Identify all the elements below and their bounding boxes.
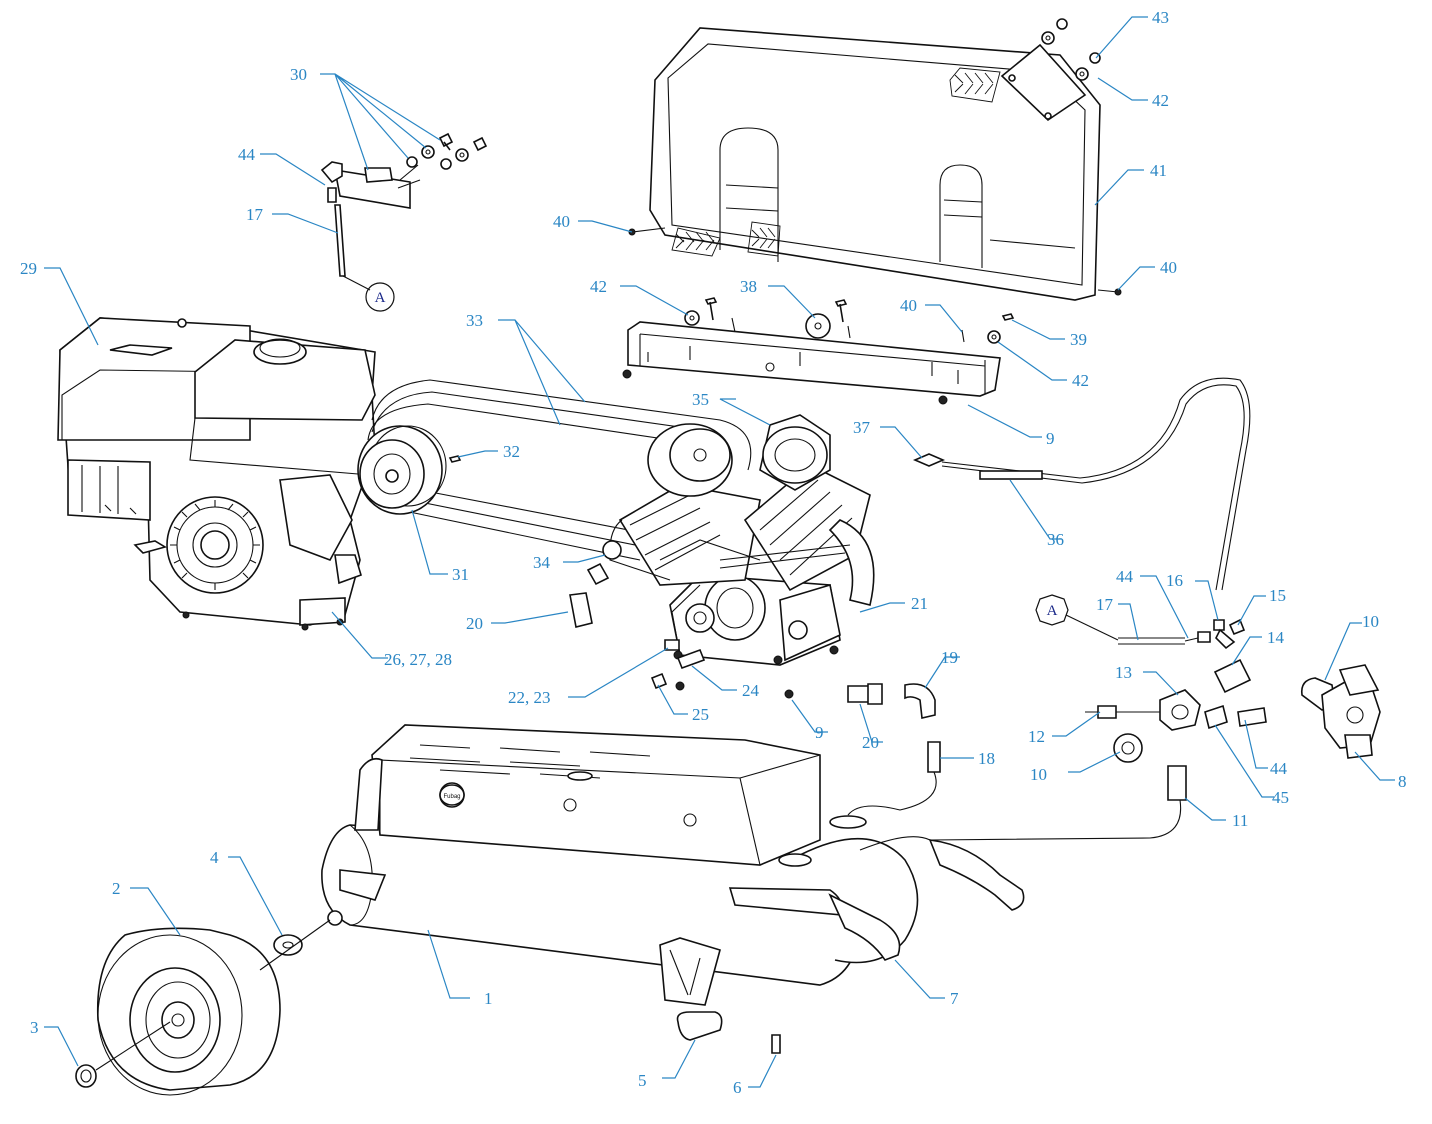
callout-44-fitting: 44 [1270, 759, 1288, 778]
callout-39: 39 [1070, 330, 1087, 349]
callout-26-27-28: 26, 27, 28 [384, 650, 452, 669]
callout-41: 41 [1150, 161, 1167, 180]
callout-2: 2 [112, 879, 121, 898]
callout-1: 1 [484, 989, 493, 1008]
callout-10-regulator: 10 [1362, 612, 1379, 631]
throttle-bracket [320, 132, 488, 277]
callout-37: 37 [853, 418, 871, 437]
drive-belts [367, 379, 752, 561]
gasoline-engine [57, 317, 376, 631]
air-manifold [929, 618, 1381, 841]
callout-44-top: 44 [238, 145, 256, 164]
callout-17-top: 17 [246, 205, 264, 224]
guard-bracket [622, 297, 1015, 405]
callout-33: 33 [466, 311, 483, 330]
callout-10-gauge: 10 [1030, 765, 1047, 784]
callout-22-23: 22, 23 [508, 688, 551, 707]
callout-4: 4 [210, 848, 219, 867]
callout-42-bracket-right: 42 [1072, 371, 1089, 390]
ref-a-top-text: A [375, 290, 386, 306]
callout-34: 34 [533, 553, 551, 572]
callout-19: 19 [941, 648, 958, 667]
callout-12: 12 [1028, 727, 1045, 746]
callout-9-bracket: 9 [1046, 429, 1055, 448]
engine-pulley [357, 425, 462, 515]
callout-20-upper: 20 [466, 614, 483, 633]
discharge-tube [912, 377, 1251, 591]
callout-20-lower: 20 [862, 733, 879, 752]
callout-7: 7 [950, 989, 959, 1008]
callout-42-guard: 42 [1152, 91, 1169, 110]
leader-lines [44, 16, 1395, 1088]
air-tank [321, 724, 1025, 1006]
callout-42-bracket-left: 42 [590, 277, 607, 296]
callout-14: 14 [1267, 628, 1285, 647]
callout-40-right: 40 [1160, 258, 1177, 277]
compressor-pump [609, 414, 875, 666]
callout-38: 38 [740, 277, 757, 296]
callout-21: 21 [911, 594, 928, 613]
callout-36: 36 [1047, 530, 1064, 549]
callout-43: 43 [1152, 8, 1169, 27]
callout-35: 35 [692, 390, 709, 409]
callout-6: 6 [733, 1078, 742, 1097]
callout-labels: 1 2 3 4 5 6 7 8 9 9 10 10 11 12 13 14 15… [20, 8, 1407, 1097]
callout-32: 32 [503, 442, 520, 461]
ref-a-right-text: A [1047, 603, 1058, 619]
callout-3: 3 [30, 1018, 39, 1037]
guard-hardware [628, 18, 1122, 296]
callout-24: 24 [742, 681, 760, 700]
callout-40-bracket: 40 [900, 296, 917, 315]
reference-marker-a-top: A [365, 282, 395, 312]
callout-31: 31 [452, 565, 469, 584]
callout-40-left: 40 [553, 212, 570, 231]
callout-44-manifold: 44 [1116, 567, 1134, 586]
callout-16: 16 [1166, 571, 1183, 590]
brand-logo-text: Fubag [443, 794, 460, 800]
callout-15: 15 [1269, 586, 1286, 605]
callout-29: 29 [20, 259, 37, 278]
callout-5: 5 [638, 1071, 647, 1090]
callout-25: 25 [692, 705, 709, 724]
callout-9-pump: 9 [815, 723, 824, 742]
callout-45: 45 [1272, 788, 1289, 807]
brand-logo: Fubag [439, 784, 465, 806]
callout-17-right: 17 [1096, 595, 1114, 614]
callout-13: 13 [1115, 663, 1132, 682]
callout-8: 8 [1398, 772, 1407, 791]
callout-30: 30 [290, 65, 307, 84]
callout-18: 18 [978, 749, 995, 768]
callout-11: 11 [1232, 811, 1248, 830]
wheel-assembly [75, 919, 331, 1096]
reference-marker-a-right: A [1035, 594, 1069, 626]
belt-guard [649, 27, 1101, 301]
fittings [569, 540, 941, 1054]
